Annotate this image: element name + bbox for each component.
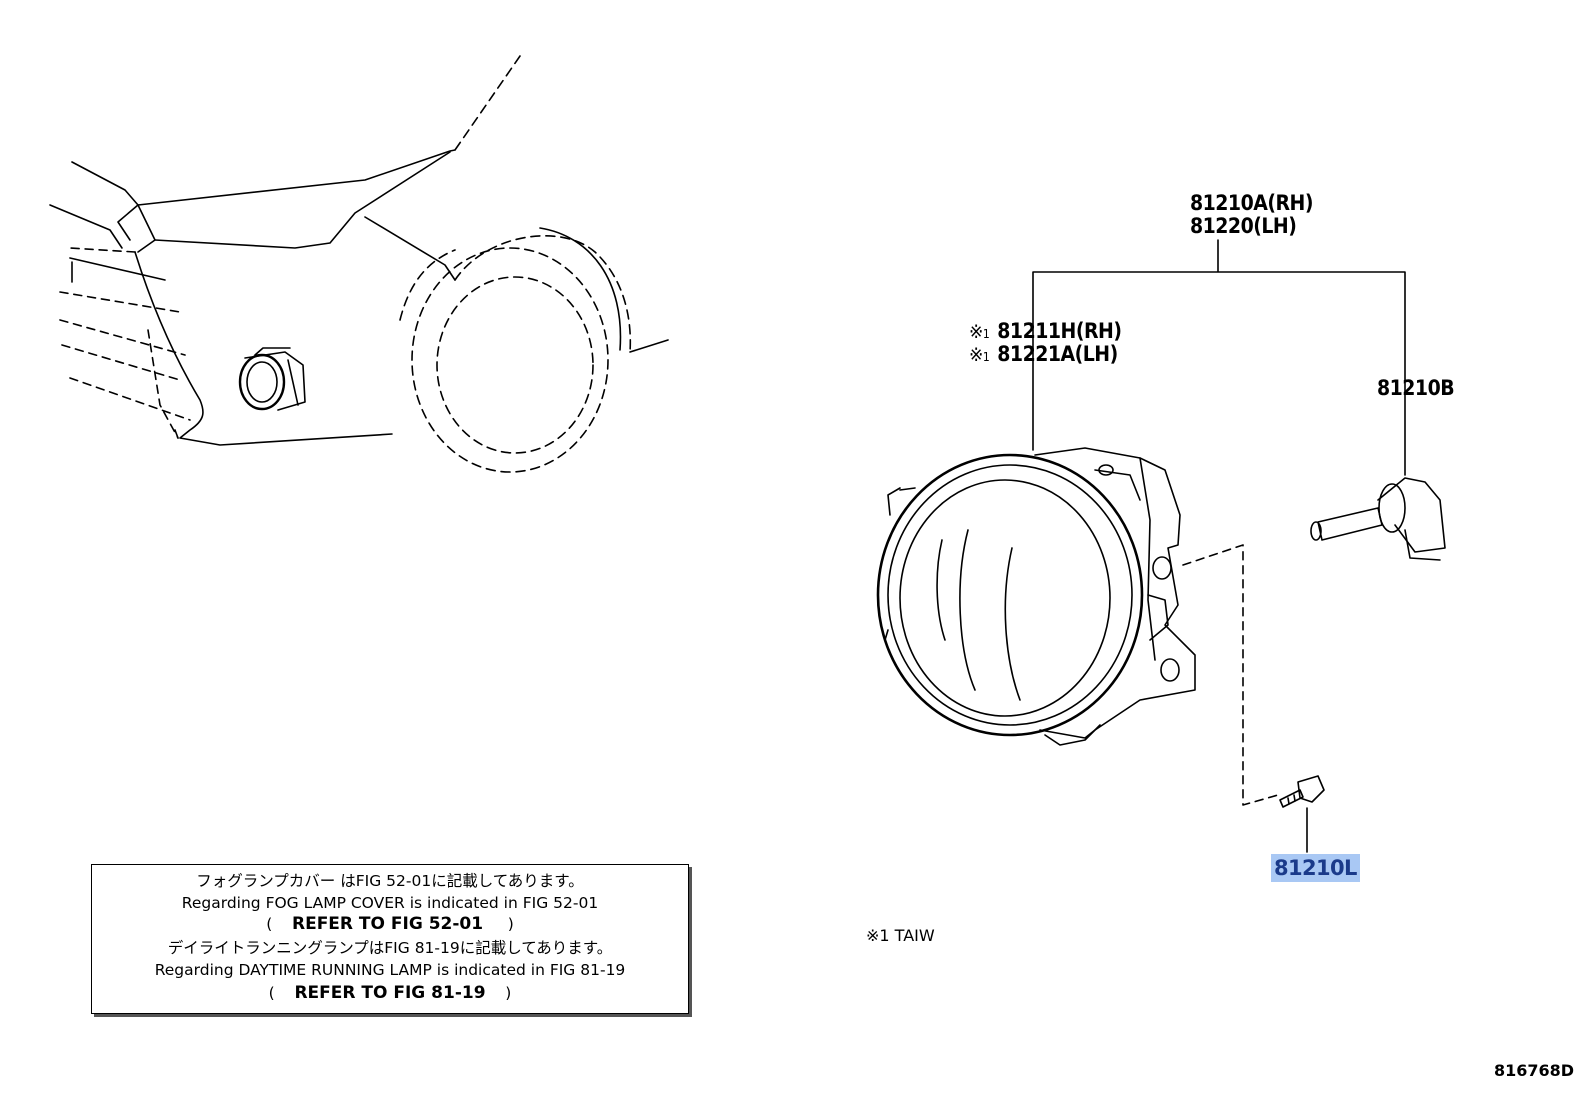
callout-screw-highlight[interactable]: 81210L [1271,854,1360,882]
callout-unit-lh-label: 81221A(LH) [997,342,1118,366]
note-ref-drl: ( REFER TO FIG 81-19 ) [268,983,512,1003]
callout-unit-rh-label: 81211H(RH) [997,319,1122,343]
callout-housing-lh: 81220(LH) [1190,214,1297,238]
note-line-en-drl: Regarding DAYTIME RUNNING LAMP is indica… [154,961,626,979]
callout-unit-lh: ※1 81221A(LH) [969,344,1118,365]
reference-mark: ※1 [969,321,990,343]
callout-housing-rh: 81210A(RH) [1190,191,1313,215]
callout-bulb[interactable]: 81210B [1377,376,1455,400]
refer-fig-52-01-link[interactable]: REFER TO FIG 52-01 [291,914,484,934]
figure-id: 816768D [1494,1061,1575,1080]
note-line-jp-drl: デイライトランニングランプはFIG 81-19に記載してあります。 [167,939,613,957]
refer-fig-81-19-link[interactable]: REFER TO FIG 81-19 [294,983,486,1003]
note-line-en-fog: Regarding FOG LAMP COVER is indicated in… [181,894,599,912]
note-line-jp-fog: フォグランプカバー はFIG 52-01に記載してあります。 [196,872,584,890]
note-ref-fog: ( REFER TO FIG 52-01 ) [266,914,514,934]
callout-unit-rh: ※1 81211H(RH) [969,319,1122,343]
note-box: フォグランプカバー はFIG 52-01に記載してあります。 Regarding… [91,864,689,1014]
callout-screw[interactable]: 81210L [1271,854,1360,882]
reference-mark: ※1 [969,344,990,366]
footnote-taiw: ※1 TAIW [866,926,935,945]
